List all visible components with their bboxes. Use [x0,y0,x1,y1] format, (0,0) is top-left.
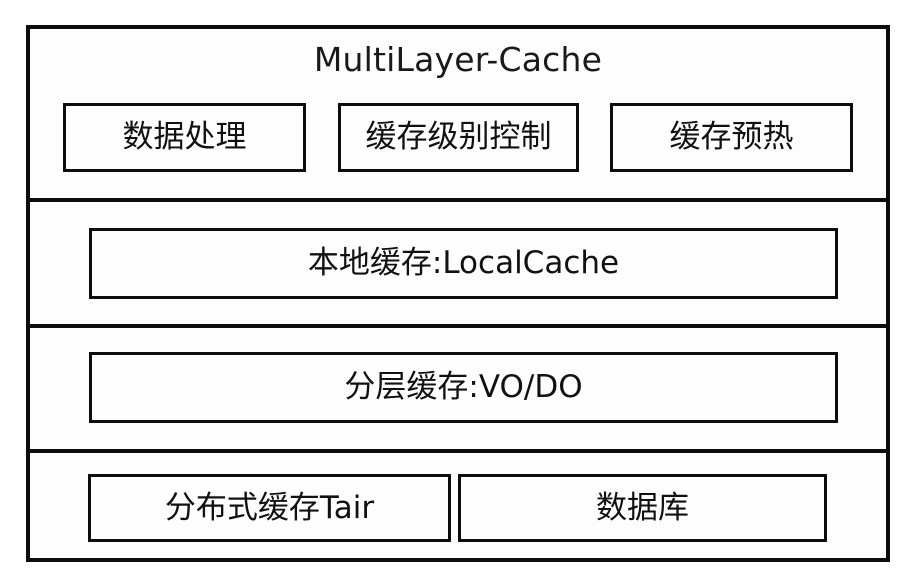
layer-application: MultiLayer-Cache 数据处理 缓存级别控制 缓存预热 [30,29,886,202]
layer-tiered-cache: 分层缓存:VO/DO [30,328,886,453]
box-database[interactable]: 数据库 [458,474,827,542]
box-data-process-label: 数据处理 [122,119,247,155]
box-cache-warmup[interactable]: 缓存预热 [610,103,853,172]
box-local-cache[interactable]: 本地缓存:LocalCache [89,228,838,299]
layer-local-cache: 本地缓存:LocalCache [30,202,886,328]
box-cache-warmup-label: 缓存预热 [669,119,794,155]
box-tiered-cache-label: 分层缓存:VO/DO [344,369,583,405]
box-cache-level-control-label: 缓存级别控制 [365,119,552,155]
multilayer-cache-frame: MultiLayer-Cache 数据处理 缓存级别控制 缓存预热 本地缓存:L… [26,25,890,562]
box-local-cache-label: 本地缓存:LocalCache [307,245,620,281]
box-database-label: 数据库 [596,489,689,526]
layer-backend-storage: 分布式缓存Tair 数据库 [30,453,886,558]
page-title: MultiLayer-Cache [313,40,603,79]
box-data-process[interactable]: 数据处理 [63,103,306,172]
box-cache-level-control[interactable]: 缓存级别控制 [338,103,579,172]
box-distributed-cache-label: 分布式缓存Tair [164,489,375,526]
box-tiered-cache[interactable]: 分层缓存:VO/DO [89,352,838,423]
box-distributed-cache[interactable]: 分布式缓存Tair [88,474,451,542]
